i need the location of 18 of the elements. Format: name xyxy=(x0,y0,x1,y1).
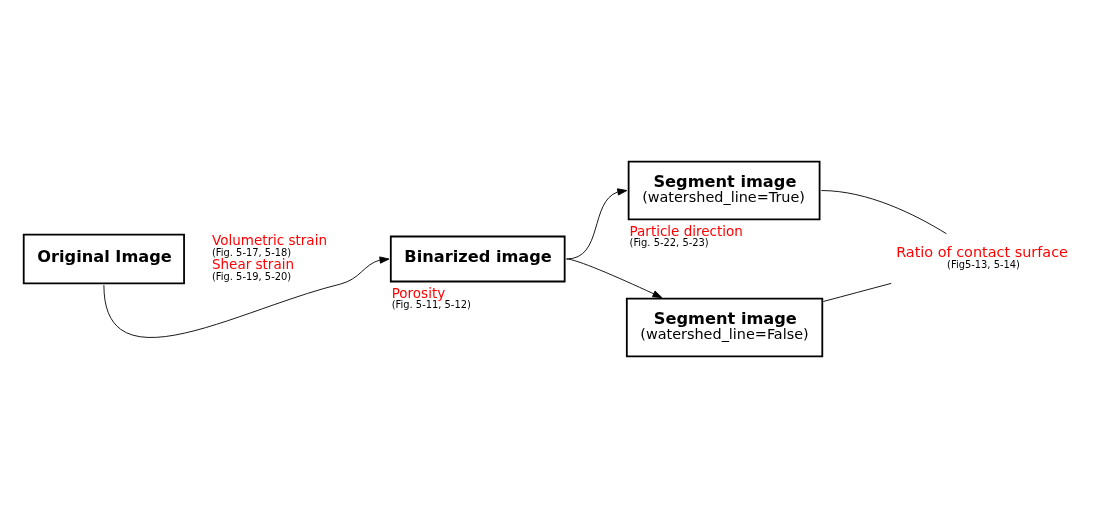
node-label: (Fig. 5-11, 5-12) xyxy=(391,298,471,310)
arrow xyxy=(103,255,390,337)
node-box: Binarized image xyxy=(389,235,566,282)
node-label: Shear strain xyxy=(211,255,294,272)
node-label: (Fig. 5-17, 5-18) xyxy=(211,246,292,258)
arrow xyxy=(566,187,628,259)
node-label: (Fig. 5-19, 5-20) xyxy=(211,270,292,282)
connector xyxy=(820,189,947,234)
arrow xyxy=(566,258,663,298)
node-label: (Fig. 5-22, 5-23) xyxy=(629,236,709,248)
node-label: Porosity xyxy=(391,284,446,301)
node-label: Particle direction xyxy=(629,222,743,239)
connector xyxy=(822,282,892,302)
node-box: Segment image (watershed_line=False) xyxy=(625,297,824,357)
node-box: Original Image xyxy=(22,233,185,284)
node-box: Segment image (watershed_line=True) xyxy=(627,160,821,220)
node-label: Volumetric strain xyxy=(211,231,327,248)
node-text: Ratio of contact surface (Fig5-13, 5-14) xyxy=(896,243,1068,270)
